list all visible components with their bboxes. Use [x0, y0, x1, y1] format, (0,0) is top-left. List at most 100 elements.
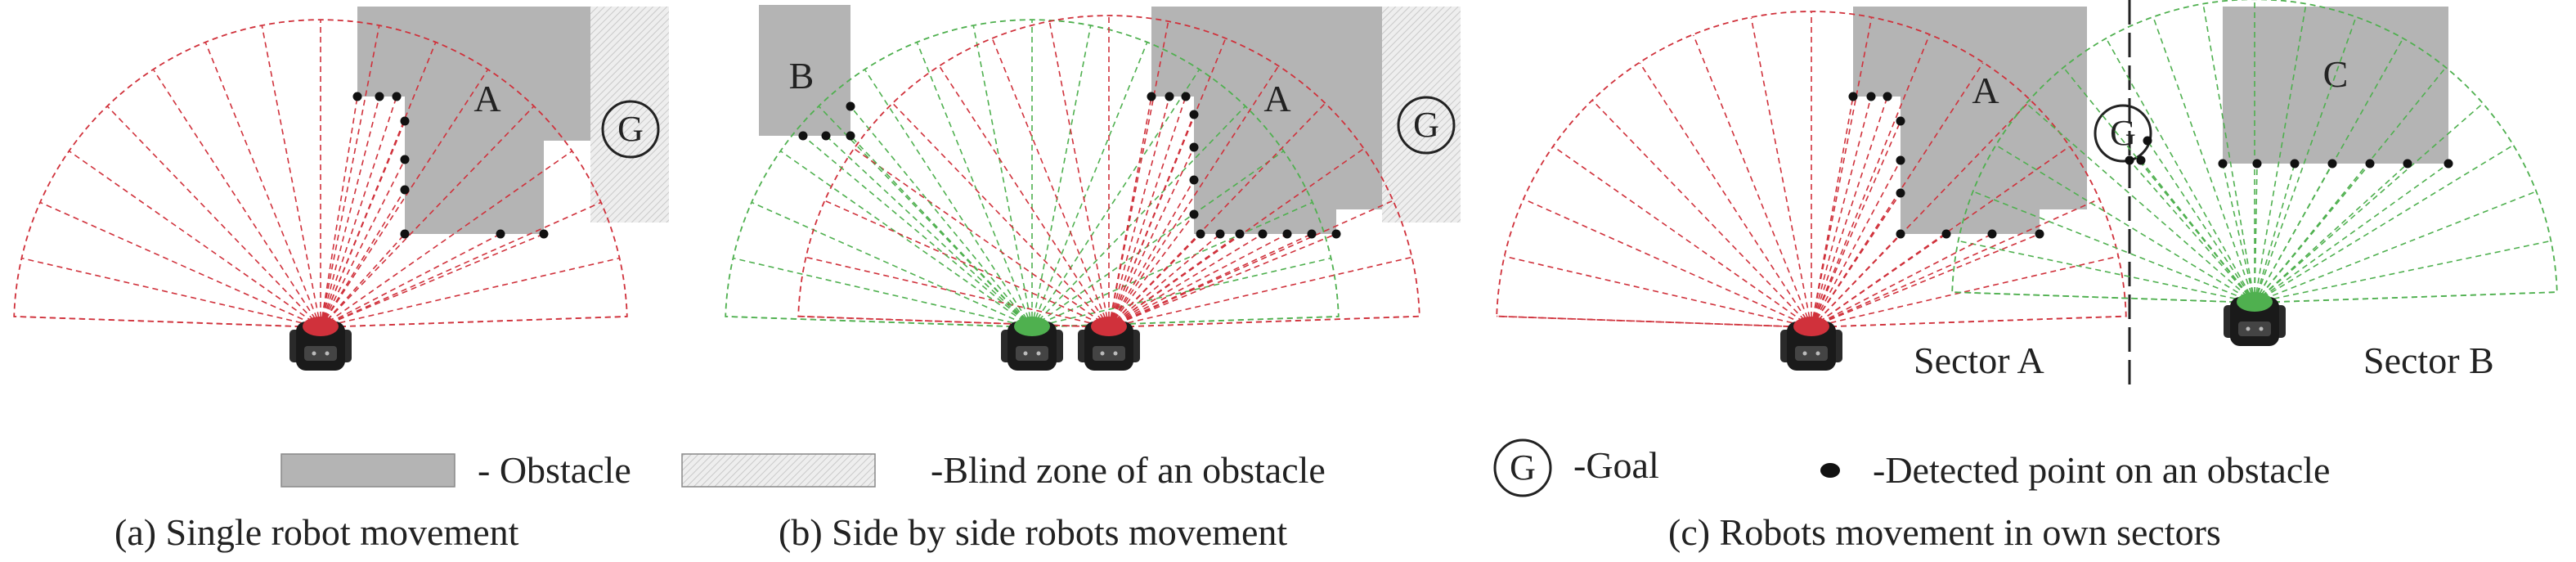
detection-ray: [1811, 233, 1901, 328]
detected-point: [1189, 209, 1199, 219]
green-ray: [1031, 201, 1313, 328]
robot-red: [1780, 317, 1842, 371]
detected-point: [1258, 229, 1268, 239]
detection-ray: [1108, 233, 1201, 328]
sensor-rays-c: [1496, 0, 2558, 328]
detected-point: [496, 229, 505, 239]
robot-green: [1001, 317, 1063, 371]
robot-led: [2259, 326, 2264, 331]
robot-red: [289, 317, 352, 371]
green-ray: [864, 70, 1033, 328]
detection-ray: [320, 96, 380, 328]
red-ray: [1523, 198, 1812, 328]
detected-point: [1147, 92, 1156, 101]
detected-point: [1896, 155, 1905, 165]
detection-ray: [2254, 163, 2408, 303]
green-ray: [2026, 103, 2255, 303]
detected-point: [375, 92, 384, 101]
green-ray: [1031, 70, 1200, 328]
detection-ray: [1108, 233, 1337, 328]
detection-ray: [2254, 163, 2371, 303]
red-range-arc: [1496, 11, 2127, 328]
green-ray: [733, 257, 1033, 328]
red-ray: [261, 25, 321, 328]
detection-ray: [320, 159, 406, 328]
detection-ray: [1108, 214, 1195, 328]
detected-point: [2125, 155, 2134, 165]
detection-ray: [1108, 233, 1288, 328]
legend-obstacle-label: - Obstacle: [478, 449, 631, 491]
detection-ray: [1108, 96, 1152, 328]
detected-point: [2290, 159, 2300, 169]
red-ray: [69, 151, 321, 328]
detected-point: [1189, 110, 1199, 119]
detected-point: [1848, 92, 1858, 101]
green-ray: [1031, 25, 1092, 328]
goal-label: G: [2110, 113, 2136, 153]
detected-point: [1235, 229, 1245, 239]
green-ray: [2254, 240, 2551, 303]
robot-led: [1036, 351, 1041, 356]
robot-led: [1802, 351, 1807, 356]
detection-ray: [1108, 233, 1313, 328]
detected-point: [2444, 159, 2453, 169]
red-ray: [1108, 65, 1279, 328]
goal-circle-icon: [2094, 104, 2152, 163]
detected-point: [2143, 136, 2152, 146]
detection-ray: [1811, 120, 1901, 328]
red-ray: [153, 70, 321, 328]
red-ray: [806, 256, 1110, 328]
legend-goal-symbol: G: [1510, 447, 1536, 488]
green-ray: [2152, 17, 2255, 303]
green-ray: [1031, 106, 1246, 328]
red-ray: [1048, 21, 1110, 328]
detected-points-a: [352, 92, 549, 239]
robot-sensor: [2237, 292, 2273, 312]
detected-point: [400, 116, 410, 126]
detection-ray: [1811, 160, 1901, 328]
detection-ray: [1811, 233, 1993, 328]
red-ray: [320, 151, 572, 328]
detected-point: [821, 131, 831, 141]
detected-point: [400, 229, 410, 239]
red-ray: [1553, 146, 1812, 328]
obstacle-a-c-label: A: [1972, 70, 1999, 111]
detected-point: [1866, 92, 1876, 101]
detected-point: [392, 92, 402, 101]
detection-ray: [320, 96, 397, 328]
green-ray: [2254, 191, 2537, 303]
red-ray: [991, 38, 1110, 328]
robot-led: [1113, 351, 1118, 356]
obstacle-a-c: [1853, 7, 2087, 234]
legend-detected-point-icon: [1820, 463, 1840, 478]
green-ray: [1958, 240, 2255, 303]
detection-ray: [1108, 233, 1263, 328]
detection-ray: [1811, 96, 1872, 328]
detected-point: [1896, 116, 1905, 126]
obstacle-a-b-label: A: [1263, 78, 1290, 119]
red-ray: [892, 103, 1110, 328]
robot-panel: [2238, 321, 2271, 336]
detected-point: [2136, 155, 2146, 165]
detected-point: [1896, 229, 1905, 239]
detected-points-c: [1848, 92, 2453, 239]
red-ray: [854, 148, 1110, 328]
green-ray: [1031, 151, 1284, 328]
detected-point: [1189, 142, 1199, 152]
detection-ray: [2254, 163, 2296, 303]
red-ray: [1693, 34, 1812, 328]
red-range-arc: [797, 15, 1420, 328]
robot-sensor: [1793, 317, 1829, 336]
green-ray: [2254, 103, 2484, 303]
legend-blind-zone-swatch: [681, 453, 876, 488]
sensor-rays-b: [725, 15, 1420, 328]
green-ray: [1995, 144, 2255, 303]
detected-point: [1282, 229, 1292, 239]
red-ray: [1504, 255, 1812, 328]
robot-led: [312, 351, 316, 356]
red-ray: [1811, 198, 2100, 328]
red-ray: [1811, 255, 2119, 328]
caption-c: (c) Robots movement in own sectors: [1668, 511, 2221, 553]
red-ray: [320, 106, 535, 328]
detected-point: [798, 131, 808, 141]
